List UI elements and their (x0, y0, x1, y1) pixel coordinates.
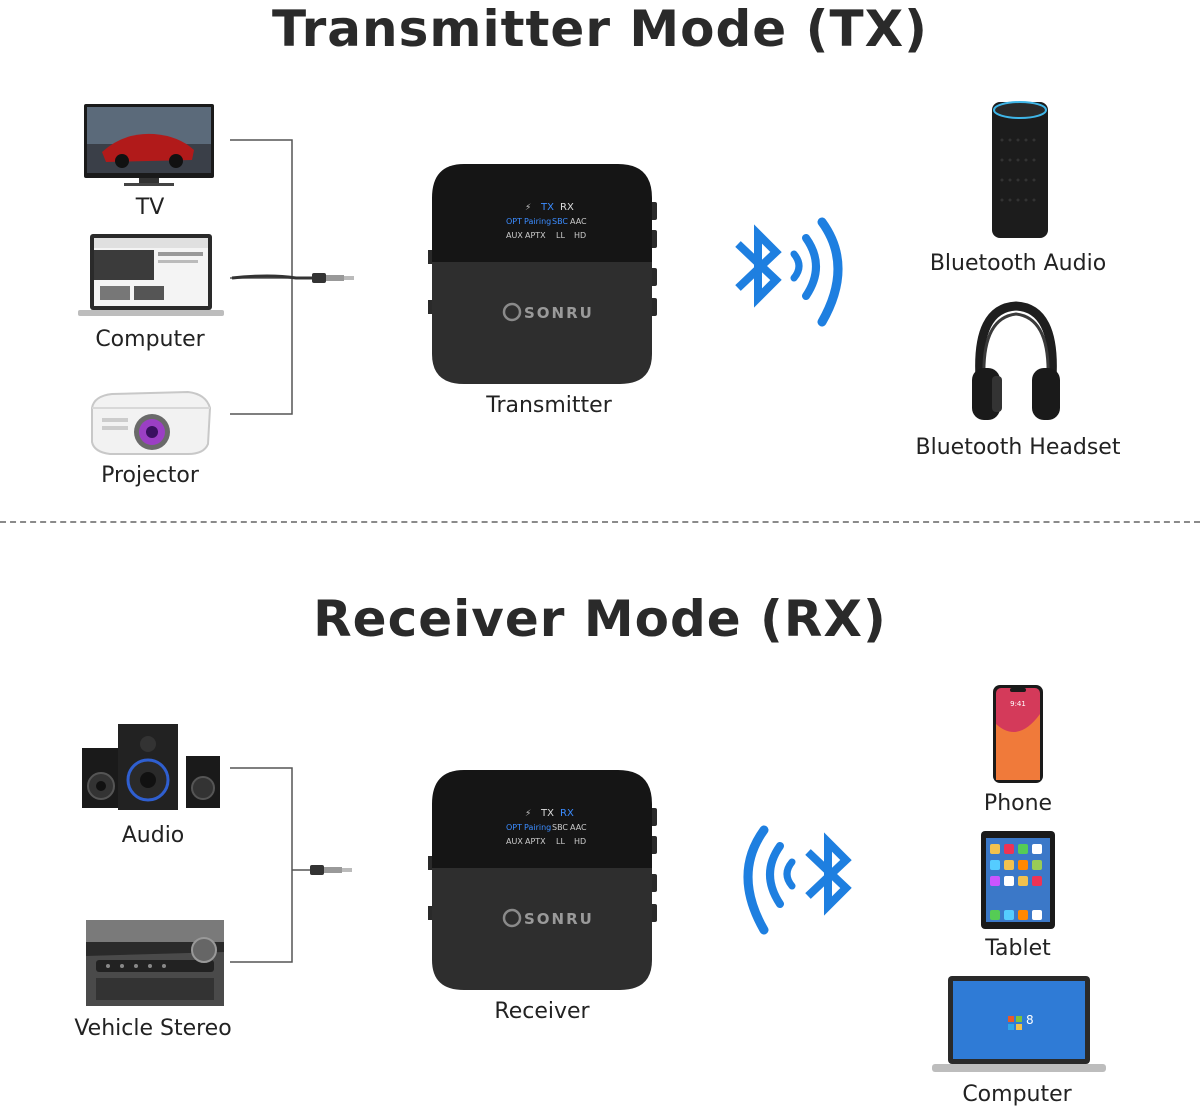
projector-label: Projector (101, 463, 199, 488)
rx-computer-label: Computer (962, 1082, 1072, 1107)
svg-text:SBC: SBC (552, 823, 568, 832)
tablet-label: Tablet (985, 936, 1051, 961)
bluetooth-icon (735, 217, 843, 327)
section-divider (0, 521, 1200, 523)
svg-text:TX: TX (540, 808, 554, 819)
svg-text:9:41: 9:41 (1010, 700, 1026, 708)
laptop-icon (78, 234, 224, 316)
svg-text:OPT: OPT (506, 823, 522, 832)
receiver-device: SONRU ⚡ TX RX OPT Pairing SBC AAC AUX AP… (428, 770, 657, 990)
svg-text:AUX: AUX (506, 231, 523, 240)
tx-indicator: TX (540, 202, 554, 213)
svg-text:⚡: ⚡ (525, 203, 531, 213)
phone-icon: 9:41 (993, 685, 1043, 783)
computer-label: Computer (95, 327, 205, 352)
headphones-icon (972, 301, 1060, 420)
rx-connector-lines (230, 767, 352, 963)
svg-text:AAC: AAC (570, 217, 587, 226)
bluetooth-icon (743, 825, 852, 935)
svg-text:⚡: ⚡ (525, 809, 531, 819)
svg-text:Pairing: Pairing (524, 823, 551, 832)
svg-text:APTX: APTX (525, 837, 546, 846)
svg-text:8: 8 (1026, 1013, 1034, 1027)
svg-text:OPT: OPT (506, 217, 522, 226)
tv-icon (84, 104, 214, 186)
transmitter-label: Transmitter (486, 393, 612, 418)
tv-label: TV (135, 195, 165, 220)
svg-text:RX: RX (560, 808, 574, 819)
bluetooth-headset-label: Bluetooth Headset (915, 435, 1121, 460)
svg-text:Pairing: Pairing (524, 217, 551, 226)
bluetooth-audio-label: Bluetooth Audio (929, 251, 1107, 276)
laptop-icon: 8 (932, 976, 1106, 1072)
tx-connector-lines (230, 139, 354, 415)
svg-text:APTX: APTX (525, 231, 546, 240)
projector-icon (91, 390, 212, 455)
audio-speakers-icon (82, 724, 220, 810)
car-stereo-icon (86, 920, 224, 1006)
rx-brand: SONRU (524, 910, 594, 928)
svg-text:LL: LL (556, 837, 565, 846)
transmitter-device: SONRU ⚡ TX RX OPT Pairing SBC AAC AUX AP… (428, 164, 657, 384)
svg-text:SBC: SBC (552, 217, 568, 226)
receiver-label: Receiver (494, 999, 590, 1024)
speaker-icon (992, 101, 1048, 238)
svg-text:HD: HD (574, 837, 586, 846)
svg-text:LL: LL (556, 231, 565, 240)
rx-indicator: RX (560, 202, 574, 213)
rx-title: Receiver Mode (RX) (313, 590, 887, 648)
vehicle-stereo-label: Vehicle Stereo (74, 1016, 232, 1041)
audio-label: Audio (121, 823, 185, 848)
svg-text:HD: HD (574, 231, 586, 240)
tx-title: Transmitter Mode (TX) (272, 0, 928, 58)
tx-brand: SONRU (524, 304, 594, 322)
svg-text:AAC: AAC (570, 823, 587, 832)
tablet-icon (981, 831, 1055, 929)
phone-label: Phone (983, 791, 1053, 816)
svg-text:AUX: AUX (506, 837, 523, 846)
